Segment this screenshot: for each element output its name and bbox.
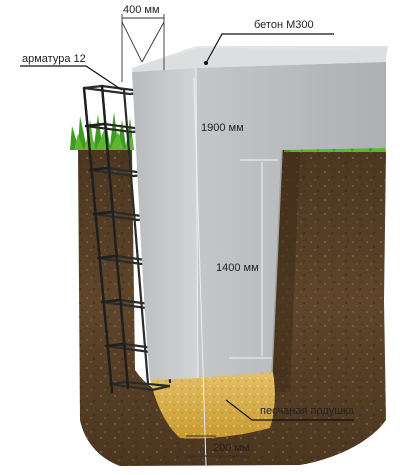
concrete-pillar [132,46,388,380]
dim-height-total [193,77,207,467]
soil [78,137,386,466]
dim-height-depth [229,159,278,359]
label-width-top: 400 мм [123,4,160,16]
sand-cushion [150,368,275,439]
rebar-front [82,84,130,394]
dim-sand-thickness [186,435,246,457]
label-height-total: 1900 мм [201,122,244,134]
label-height-depth: 1400 мм [216,262,259,274]
leader-concrete [205,33,334,64]
leader-concrete-dot [204,61,208,65]
label-sand-cushion: песчаная подушка [260,405,355,417]
label-concrete: бетон М300 [254,19,314,31]
label-rebar: арматура 12 [22,53,86,65]
label-sand-thickness: 200 мм [213,442,250,454]
dim-width-top [121,14,165,82]
leader-sand [225,399,354,421]
leader-rebar [20,65,123,91]
